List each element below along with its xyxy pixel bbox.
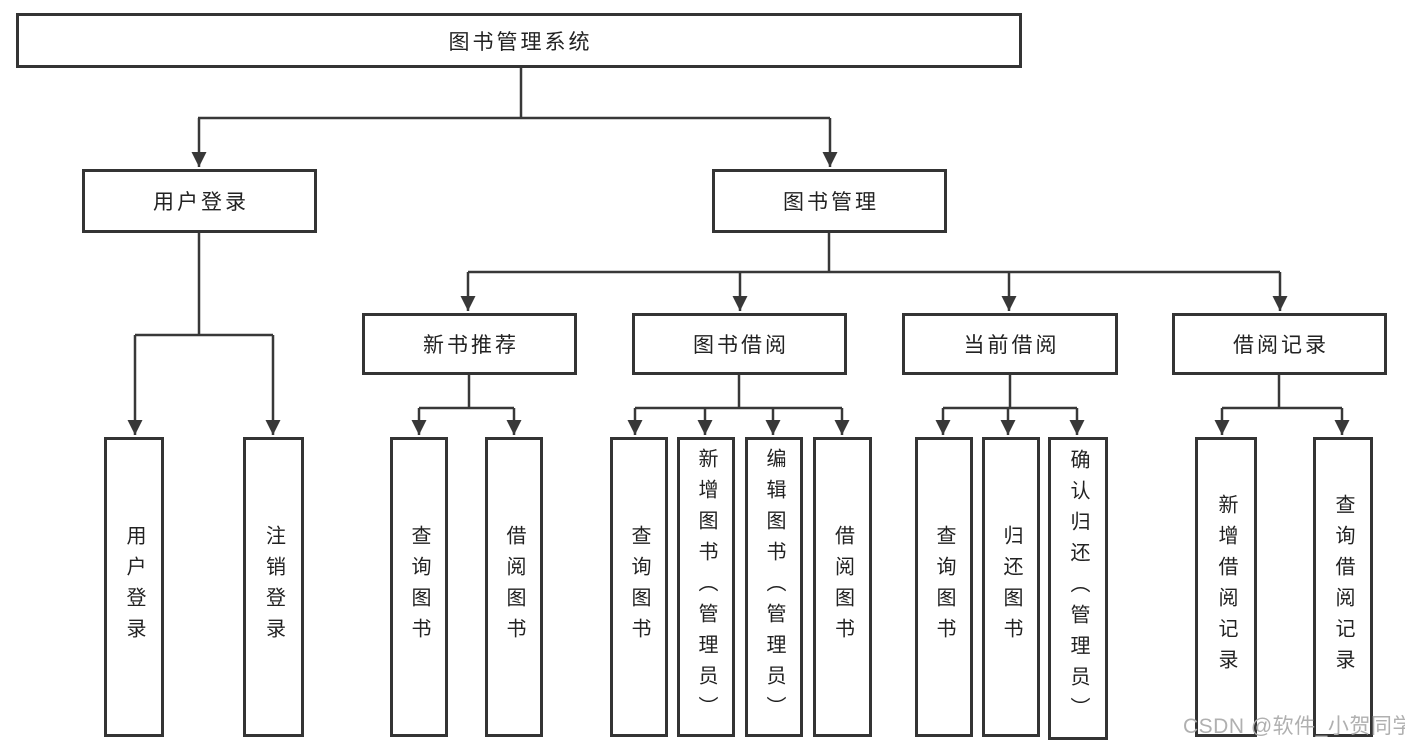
diagram-node-bb-borrow: 借阅图书 xyxy=(813,437,872,737)
diagram-node-user-login: 用户登录 xyxy=(82,169,317,233)
diagram-node-cb-confirm: 确认归还（管理员） xyxy=(1048,437,1108,740)
diagram-node-cb-return: 归还图书 xyxy=(982,437,1040,737)
diagram-node-root: 图书管理系统 xyxy=(16,13,1022,68)
diagram-node-book-mgmt: 图书管理 xyxy=(712,169,947,233)
diagram-node-bb-add: 新增图书（管理员） xyxy=(677,437,735,737)
diagram-node-cb-query: 查询图书 xyxy=(915,437,973,737)
diagram-node-nb-query: 查询图书 xyxy=(390,437,448,737)
diagram-node-nb-borrow: 借阅图书 xyxy=(485,437,543,737)
diagram-node-leaf-user-login: 用户登录 xyxy=(104,437,164,737)
diagram-node-br-add: 新增借阅记录 xyxy=(1195,437,1257,737)
diagram-node-book-borrow: 图书借阅 xyxy=(632,313,847,375)
diagram-node-borrow-record: 借阅记录 xyxy=(1172,313,1387,375)
diagram-node-current-borrow: 当前借阅 xyxy=(902,313,1118,375)
diagram-node-bb-query: 查询图书 xyxy=(610,437,668,737)
diagram-node-leaf-logout: 注销登录 xyxy=(243,437,304,737)
csdn-watermark: CSDN @软件_小贺同学 xyxy=(1183,715,1405,738)
diagram-node-br-query: 查询借阅记录 xyxy=(1313,437,1373,737)
diagram-node-bb-edit: 编辑图书（管理员） xyxy=(745,437,803,737)
diagram-node-new-book: 新书推荐 xyxy=(362,313,577,375)
